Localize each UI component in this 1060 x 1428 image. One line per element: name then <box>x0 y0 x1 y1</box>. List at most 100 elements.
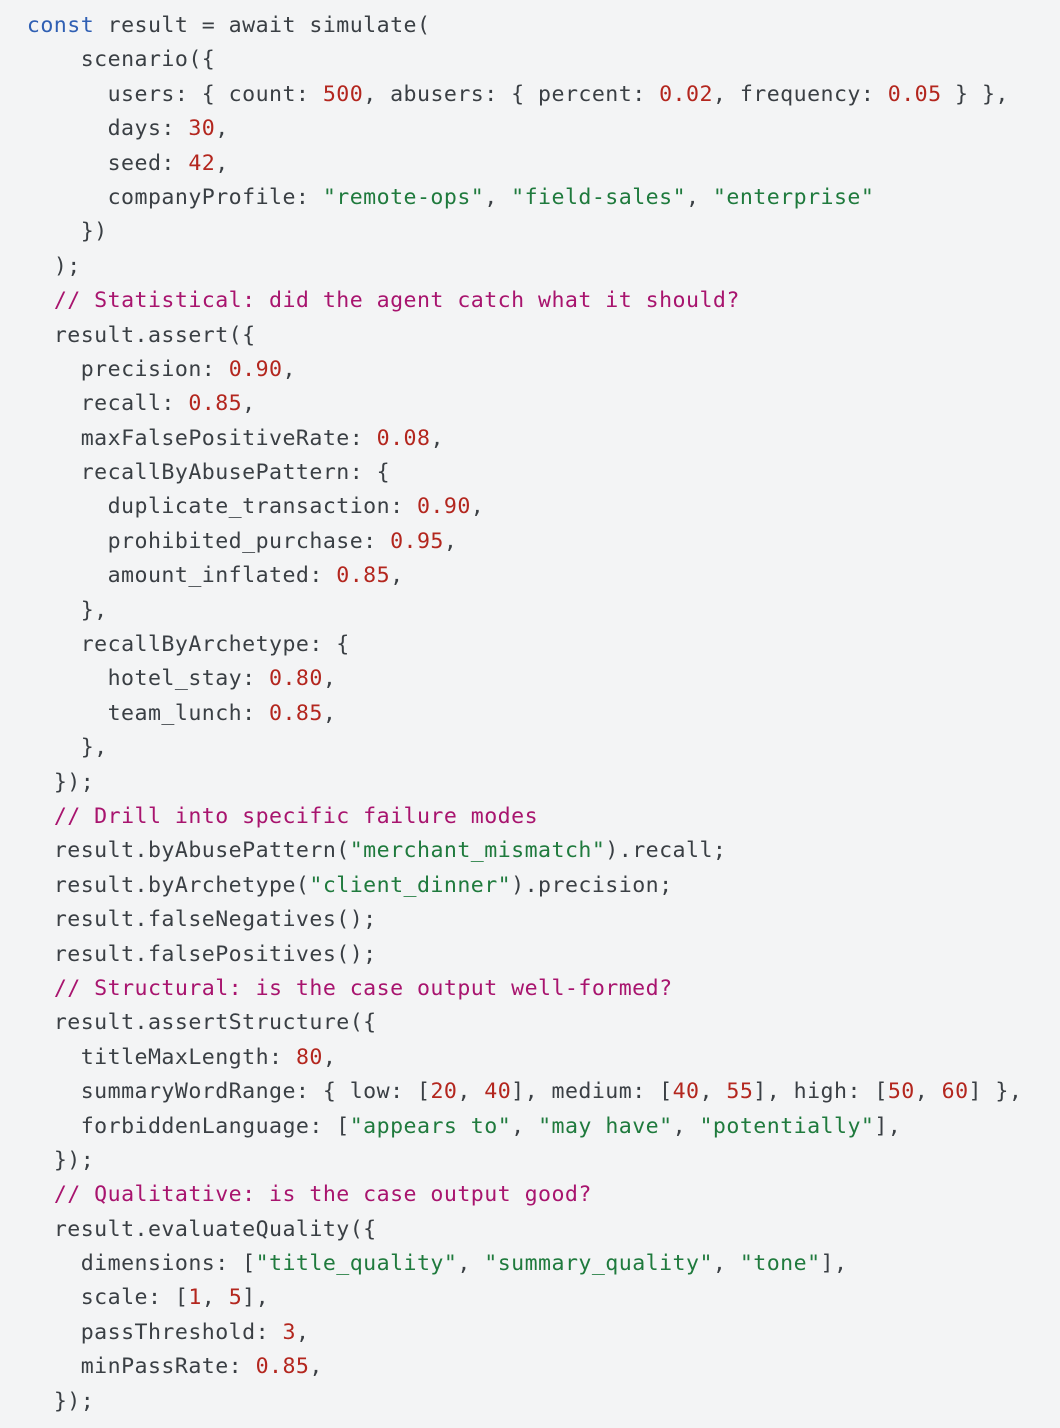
code-number: 40 <box>672 1079 700 1105</box>
code-indent <box>0 357 81 382</box>
code-text: , <box>712 1251 740 1277</box>
code-line: precision: 0.90, <box>0 353 1060 387</box>
code-text: ], <box>820 1251 848 1277</box>
code-indent <box>0 47 81 72</box>
code-line: companyProfile: "remote-ops", "field-sal… <box>0 181 1060 215</box>
code-text: , abusers: { percent: <box>363 81 660 107</box>
code-indent <box>0 1148 54 1173</box>
code-text: passThreshold: <box>80 1319 283 1345</box>
code-number: 55 <box>726 1079 754 1105</box>
code-indent <box>0 151 108 176</box>
code-text: titleMaxLength: <box>80 1044 296 1070</box>
code-text: ], medium: [ <box>511 1079 673 1105</box>
code-text: }) <box>80 219 108 245</box>
code-line: summaryWordRange: { low: [20, 40], mediu… <box>0 1075 1060 1109</box>
code-indent <box>0 873 54 898</box>
code-text: users: { count: <box>107 81 323 107</box>
code-text: forbiddenLanguage: [ <box>80 1113 350 1139</box>
code-indent <box>0 598 81 623</box>
code-indent <box>0 838 54 863</box>
code-indent <box>0 942 54 967</box>
code-indent <box>0 1354 81 1379</box>
code-text: , <box>201 1285 229 1311</box>
code-text: , <box>322 1044 337 1070</box>
code-line: result.evaluateQuality({ <box>0 1213 1060 1247</box>
code-text: , <box>322 700 337 726</box>
code-text: result.falseNegatives(); <box>53 907 377 933</box>
code-text: , <box>699 1079 727 1105</box>
code-string: "may have" <box>538 1113 673 1139</box>
code-text: summaryWordRange: { low: [ <box>80 1079 431 1105</box>
code-text: , <box>484 184 512 210</box>
code-text: , <box>309 1354 323 1380</box>
code-line: seed: 42, <box>0 147 1060 181</box>
code-text: result.falsePositives(); <box>53 941 377 967</box>
code-line: maxFalsePositiveRate: 0.08, <box>0 422 1060 456</box>
code-line: scale: [1, 5], <box>0 1281 1060 1315</box>
code-string: "merchant_mismatch" <box>349 838 606 864</box>
code-number: 40 <box>484 1079 512 1105</box>
code-text: , <box>914 1079 942 1105</box>
code-indent <box>0 185 108 210</box>
code-text: , <box>282 356 296 382</box>
code-text: recall: <box>80 391 189 417</box>
code-indent <box>0 1217 54 1242</box>
code-number: 0.08 <box>376 425 431 451</box>
code-indent <box>0 426 81 451</box>
code-text: result.byArchetype( <box>53 872 310 898</box>
code-number: 0.02 <box>659 81 713 107</box>
code-line: duplicate_transaction: 0.90, <box>0 490 1060 524</box>
code-text: maxFalsePositiveRate: <box>80 425 377 451</box>
code-string: "title_quality" <box>255 1251 458 1277</box>
code-number: 500 <box>322 81 364 107</box>
code-text: recallByArchetype: { <box>80 632 350 658</box>
code-number: 50 <box>887 1079 915 1105</box>
code-line: titleMaxLength: 80, <box>0 1041 1060 1075</box>
code-text: ], <box>874 1113 902 1139</box>
code-string: "enterprise" <box>712 184 875 210</box>
code-indent <box>0 563 108 588</box>
code-text: }); <box>53 769 95 795</box>
code-line: result.assertStructure({ <box>0 1006 1060 1040</box>
code-line: result.byArchetype("client_dinner").prec… <box>0 869 1060 903</box>
code-indent <box>0 219 81 244</box>
code-indent <box>0 460 81 485</box>
code-line: const result = await simulate( <box>0 9 1060 43</box>
code-number: 60 <box>941 1079 969 1105</box>
code-string: "appears to" <box>349 1113 512 1139</box>
code-text: minPassRate: <box>80 1354 256 1380</box>
code-number: 0.85 <box>188 391 243 417</box>
code-text: , frequency: <box>712 81 888 107</box>
code-indent <box>0 288 54 313</box>
code-text: , <box>457 1079 485 1105</box>
code-text: ).recall; <box>605 838 727 864</box>
code-number: 0.05 <box>887 81 942 107</box>
code-text: prohibited_purchase: <box>107 528 391 554</box>
code-indent <box>0 907 54 932</box>
code-indent <box>0 701 108 726</box>
code-line: days: 30, <box>0 112 1060 146</box>
code-string: "tone" <box>739 1251 821 1277</box>
code-line: }, <box>0 594 1060 628</box>
code-number: 80 <box>295 1044 323 1070</box>
code-text: duplicate_transaction: <box>107 494 417 520</box>
code-number: 0.90 <box>416 494 471 520</box>
code-text: , <box>295 1319 310 1345</box>
code-line: // Qualitative: is the case output good? <box>0 1178 1060 1212</box>
code-line: }); <box>0 766 1060 800</box>
code-indent <box>0 494 108 519</box>
code-text: , <box>242 391 256 417</box>
code-number: 5 <box>228 1285 243 1311</box>
code-indent <box>0 804 54 829</box>
code-text: , <box>470 494 485 520</box>
code-text: recallByAbusePattern: { <box>80 460 391 486</box>
code-line: }) <box>0 215 1060 249</box>
code-comment: // Structural: is the case output well-f… <box>53 975 673 1001</box>
code-number: 0.80 <box>269 666 323 692</box>
code-indent <box>0 1114 81 1139</box>
code-string: "remote-ops" <box>322 184 485 210</box>
code-indent <box>0 529 108 554</box>
code-text: , <box>443 528 458 554</box>
code-line: forbiddenLanguage: ["appears to", "may h… <box>0 1110 1060 1144</box>
